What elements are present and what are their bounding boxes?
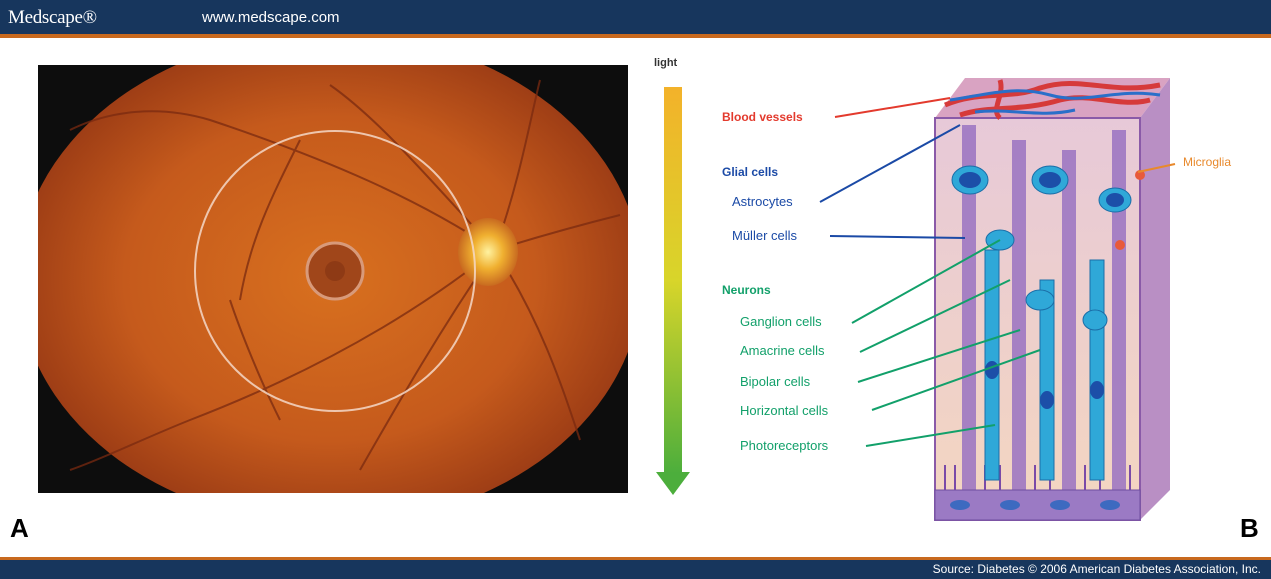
- label-neurons: Neurons: [722, 283, 771, 297]
- source-credit: Source: Diabetes © 2006 American Diabete…: [933, 562, 1261, 576]
- footer-bar: Source: Diabetes © 2006 American Diabete…: [0, 560, 1271, 579]
- label-muller-cells: Müller cells: [732, 228, 797, 243]
- label-ganglion-cells: Ganglion cells: [740, 314, 822, 329]
- light-label: light: [654, 57, 677, 69]
- label-amacrine-cells: Amacrine cells: [740, 343, 825, 358]
- light-direction-arrow: [656, 87, 690, 495]
- label-horizontal-cells: Horizontal cells: [740, 403, 828, 418]
- label-astrocytes: Astrocytes: [732, 194, 793, 209]
- fundus-photograph: [18, 33, 642, 525]
- label-glial-cells: Glial cells: [722, 165, 778, 179]
- panel-label-a: A: [10, 513, 29, 544]
- panel-label-b: B: [1240, 513, 1259, 544]
- label-blood-vessels: Blood vessels: [722, 110, 803, 124]
- label-bipolar-cells: Bipolar cells: [740, 374, 810, 389]
- footer-accent-rule: [0, 557, 1271, 560]
- label-microglia: Microglia: [1183, 155, 1231, 169]
- label-photoreceptors: Photoreceptors: [740, 438, 828, 453]
